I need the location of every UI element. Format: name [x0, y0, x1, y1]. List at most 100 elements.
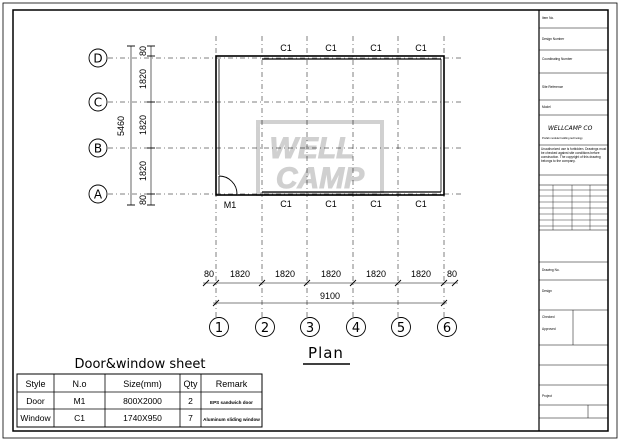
dimension-tick — [440, 299, 448, 307]
dimension-tick — [394, 279, 402, 287]
bottom-dimension-value: 1820 — [411, 269, 431, 279]
title-block-field: Coordinating Number — [542, 57, 573, 61]
bottom-dimension-value: 80 — [447, 269, 457, 279]
bottom-dimension-value: 1820 — [230, 269, 250, 279]
bottom-dimension-value: 1820 — [366, 269, 386, 279]
window-label-top: C1 — [370, 43, 382, 53]
left-dimension-value: 80 — [138, 46, 148, 56]
title-block-company-sub: Prefab modular building technology — [542, 136, 583, 140]
schedule-cell: 7 — [188, 413, 193, 423]
column-axis-label: 3 — [306, 321, 314, 336]
title-block-field: Design — [542, 289, 552, 293]
schedule-cell: EPS sandwich door — [210, 400, 253, 405]
dimension-tick — [451, 279, 459, 287]
door-m1 — [218, 175, 238, 195]
schedule-header: N.o — [72, 379, 86, 389]
title-block-field: Checked — [542, 315, 555, 319]
bottom-dimension-value: 80 — [204, 269, 214, 279]
dimension-tick — [303, 279, 311, 287]
schedule-header: Remark — [216, 379, 248, 389]
grid-lines — [108, 36, 462, 318]
row-axis-bubble — [88, 92, 108, 112]
title-block-notes: Unauthorized use is forbidden. Drawings … — [541, 147, 607, 163]
column-axis-label: 2 — [261, 321, 269, 336]
inner-border — [12, 9, 609, 432]
schedule-header: Style — [25, 379, 45, 389]
title-block-field: Site Reference — [542, 85, 563, 89]
bottom-dimension-value: 1820 — [321, 269, 341, 279]
bottom-dimension-total: 9100 — [320, 291, 340, 301]
title-block-field: Project — [542, 394, 552, 398]
title-block: WELLCAMP CO Prefab modular building tech… — [538, 10, 608, 431]
column-axis-bubble — [209, 317, 229, 337]
column-axis-label: 6 — [443, 321, 451, 336]
left-dimension-value: 1820 — [138, 161, 148, 181]
schedule-cell: C1 — [74, 413, 85, 423]
dimension-tick — [212, 279, 220, 287]
column-axis-bubble — [437, 317, 457, 337]
svg-text:WELL: WELL — [270, 132, 355, 165]
row-axis-label: B — [94, 142, 102, 156]
row-axis-label: D — [93, 52, 102, 66]
schedule-cell: M1 — [74, 396, 86, 406]
row-axis-label: C — [94, 96, 102, 110]
schedule-cell: Aluminum sliding window — [203, 417, 260, 422]
dimension-tick — [202, 279, 210, 287]
title-block-field: Approved — [542, 327, 556, 331]
window-label-bottom: C1 — [325, 199, 337, 209]
dimension-tick — [440, 279, 448, 287]
column-axis-bubble — [346, 317, 366, 337]
row-axis-bubble — [88, 48, 108, 68]
column-axis-bubble — [255, 317, 275, 337]
row-axis-bubble — [88, 184, 108, 204]
column-axis-bubbles: 1 2 3 4 5 6 — [209, 317, 457, 337]
column-axis-bubble — [300, 317, 320, 337]
schedule-border — [16, 373, 263, 428]
column-axis-bubble — [391, 317, 411, 337]
dimension-tick — [258, 279, 266, 287]
door-label: M1 — [224, 200, 237, 210]
dimension-tick — [212, 299, 220, 307]
window-label-top: C1 — [280, 43, 292, 53]
title-block-field: Model — [542, 105, 551, 109]
schedule-cell: 2 — [188, 396, 193, 406]
schedule-cell: 1740X950 — [123, 413, 162, 423]
title-block-field: Item No. — [542, 16, 554, 20]
schedule-title: Door&window sheet — [75, 357, 206, 372]
schedule-cell: 800X2000 — [123, 396, 162, 406]
row-axis-label: A — [94, 188, 103, 202]
title-block-field: Drawing No. — [542, 268, 560, 272]
row-axis-bubbles: D C B A — [88, 48, 108, 204]
title-block-company: WELLCAMP CO — [548, 125, 593, 132]
window-label-top: C1 — [415, 43, 427, 53]
left-dimension-value: 1820 — [138, 115, 148, 135]
schedule-header: Qty — [183, 379, 198, 389]
column-axis-label: 5 — [397, 321, 405, 336]
svg-text:CAMP: CAMP — [276, 162, 365, 195]
window-label-bottom: C1 — [280, 199, 292, 209]
schedule-cell: Door — [26, 396, 45, 406]
title-block-field: Design Number — [542, 37, 565, 41]
left-dimension-value: 1820 — [138, 69, 148, 89]
plan-title: Plan — [308, 344, 344, 362]
left-dimension-total: 5460 — [116, 116, 126, 136]
column-axis-label: 4 — [352, 321, 360, 336]
column-axis-label: 1 — [215, 321, 223, 336]
wellcamp-watermark: WELL CAMP — [256, 120, 384, 196]
window-label-bottom: C1 — [415, 199, 427, 209]
building-outline — [215, 55, 445, 196]
left-dimension-chain: 80 1820 1820 1820 80 5460 — [116, 45, 155, 206]
dimension-tick — [349, 279, 357, 287]
schedule-header: Size(mm) — [123, 379, 162, 389]
row-axis-bubble — [88, 138, 108, 158]
schedule-cell: Window — [20, 413, 51, 423]
window-label-top: C1 — [325, 43, 337, 53]
left-dimension-value: 80 — [138, 195, 148, 205]
window-label-bottom: C1 — [370, 199, 382, 209]
